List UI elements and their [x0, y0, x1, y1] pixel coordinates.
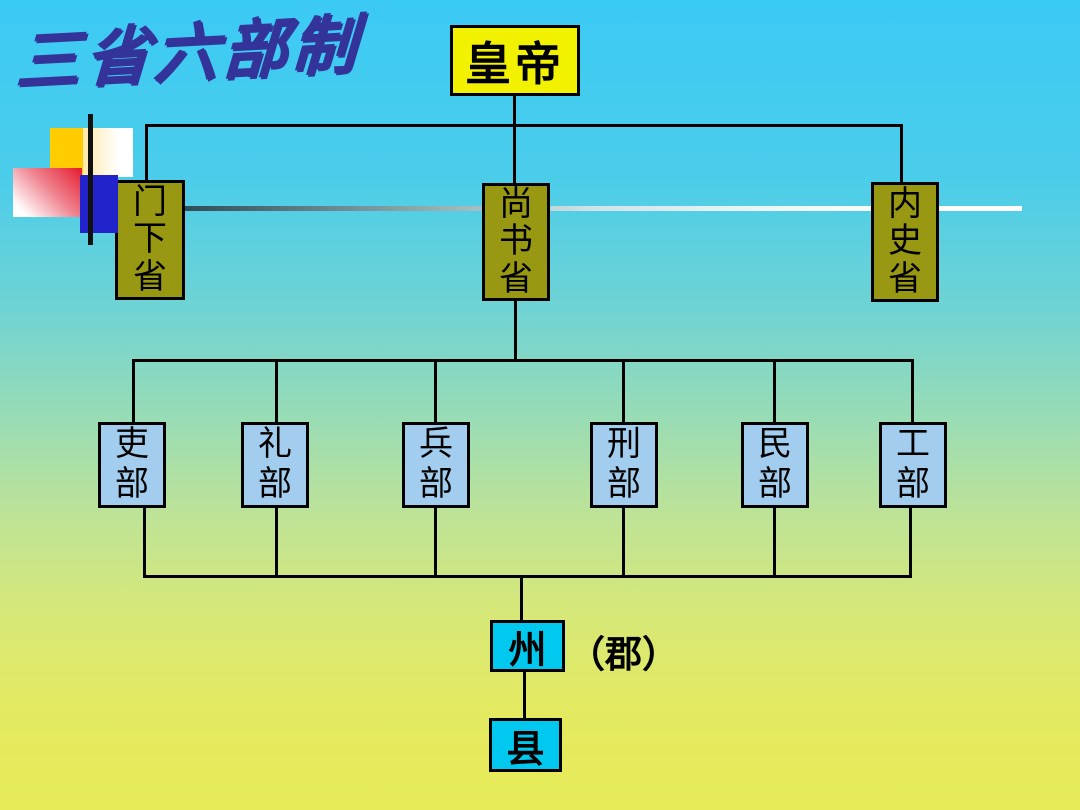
connector-tier3-horizontal: [143, 575, 912, 578]
connector-rise-ministry-1: [143, 508, 146, 575]
node-ministry-works: 工部: [879, 422, 947, 508]
node-dept-menxia: 门下省: [115, 180, 185, 300]
connector-rise-ministry-3: [434, 508, 437, 575]
connector-rise-ministry-6: [909, 508, 912, 575]
node-ministry-label: 民部: [758, 425, 792, 503]
node-dept-menxia-label: 门下省: [133, 183, 167, 296]
connector-drop-ministry-1: [132, 359, 135, 422]
connector-drop-ministry-5: [773, 359, 776, 422]
node-ministry-rites: 礼部: [241, 422, 309, 508]
node-dept-shangshu: 尚书省: [482, 183, 550, 301]
connector-drop-ministry-6: [911, 359, 914, 422]
node-prefecture: 州: [490, 620, 565, 672]
node-ministry-war: 兵部: [402, 422, 470, 508]
node-dept-shangshu-label: 尚书省: [499, 185, 533, 298]
node-county-label: 县: [506, 728, 545, 771]
connector-tier2-horizontal: [132, 359, 914, 362]
deco-vertical-line: [88, 114, 93, 245]
node-ministry-label: 吏部: [115, 425, 149, 503]
connector-drop-neishi: [900, 124, 903, 182]
connector-drop-menxia: [145, 124, 148, 180]
connector-rise-ministry-5: [773, 508, 776, 575]
deco-blue-square: [80, 175, 118, 233]
connector-drop-prefecture: [520, 575, 523, 620]
connector-prefecture-county: [523, 672, 526, 718]
connector-drop-ministry-3: [434, 359, 437, 422]
node-county: 县: [489, 718, 562, 772]
node-ministry-justice: 刑部: [590, 422, 658, 508]
node-ministry-label: 刑部: [607, 425, 641, 503]
connector-tier1-horizontal: [145, 124, 903, 127]
connector-drop-ministry-2: [275, 359, 278, 422]
prefecture-alt-note: （郡）: [568, 635, 679, 676]
slide-title: 三省六部制: [14, 8, 363, 99]
connector-drop-ministry-4: [622, 359, 625, 422]
node-ministry-label: 礼部: [258, 425, 292, 503]
node-ministry-people: 民部: [741, 422, 809, 508]
deco-red-square: [13, 168, 82, 217]
node-ministry-label: 兵部: [419, 425, 453, 503]
node-ministry-li-officials: 吏部: [98, 422, 166, 508]
node-emperor: 皇帝: [450, 25, 580, 96]
node-prefecture-label: 州: [508, 629, 547, 672]
connector-rise-ministry-4: [622, 508, 625, 575]
connector-shangshu-trunk: [514, 300, 517, 359]
connector-rise-ministry-2: [275, 508, 278, 575]
node-dept-neishi-label: 内史省: [888, 185, 922, 298]
node-dept-neishi: 内史省: [871, 182, 939, 302]
node-ministry-label: 工部: [896, 425, 930, 503]
connector-emperor-trunk: [513, 96, 516, 183]
node-emperor-label: 皇帝: [465, 38, 565, 90]
